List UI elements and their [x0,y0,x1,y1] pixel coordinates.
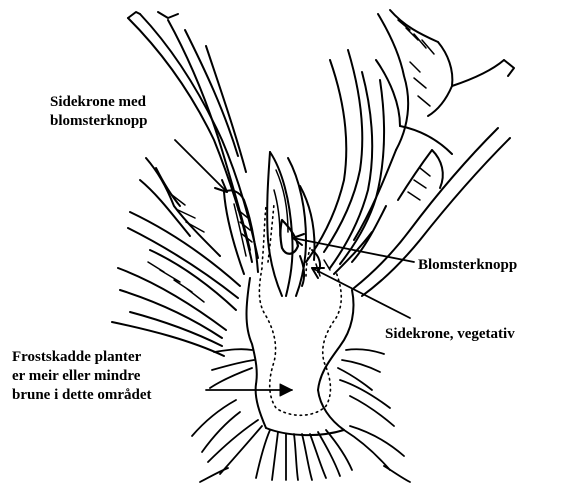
label-blomsterknopp: Blomsterknopp [418,256,517,275]
label-line: Sidekrone, vegetativ [385,325,515,344]
label-frostskadde: Frostskadde planter er meir eller mindre… [12,348,152,405]
label-line: Blomsterknopp [418,256,517,275]
label-line: blomsterknopp [50,112,148,131]
label-sidekrone-med-blomsterknopp: Sidekrone med blomsterknopp [50,93,148,131]
label-line: Frostskadde planter [12,348,152,367]
label-line: er meir eller mindre [12,367,152,386]
arrow-sidekrone-blomsterknopp [175,140,227,192]
label-line: brune i dette området [12,386,152,405]
roots [192,380,410,482]
crown-side-shoots [210,349,384,390]
arrow-sidekrone-vegetativ [312,268,410,318]
label-line: Sidekrone med [50,93,148,112]
crown-body [247,278,354,435]
central-bud-cluster [267,152,320,296]
left-lower-leaves [112,158,240,356]
pointer-arrows [175,140,414,396]
label-sidekrone-vegetativ: Sidekrone, vegetativ [385,325,515,344]
